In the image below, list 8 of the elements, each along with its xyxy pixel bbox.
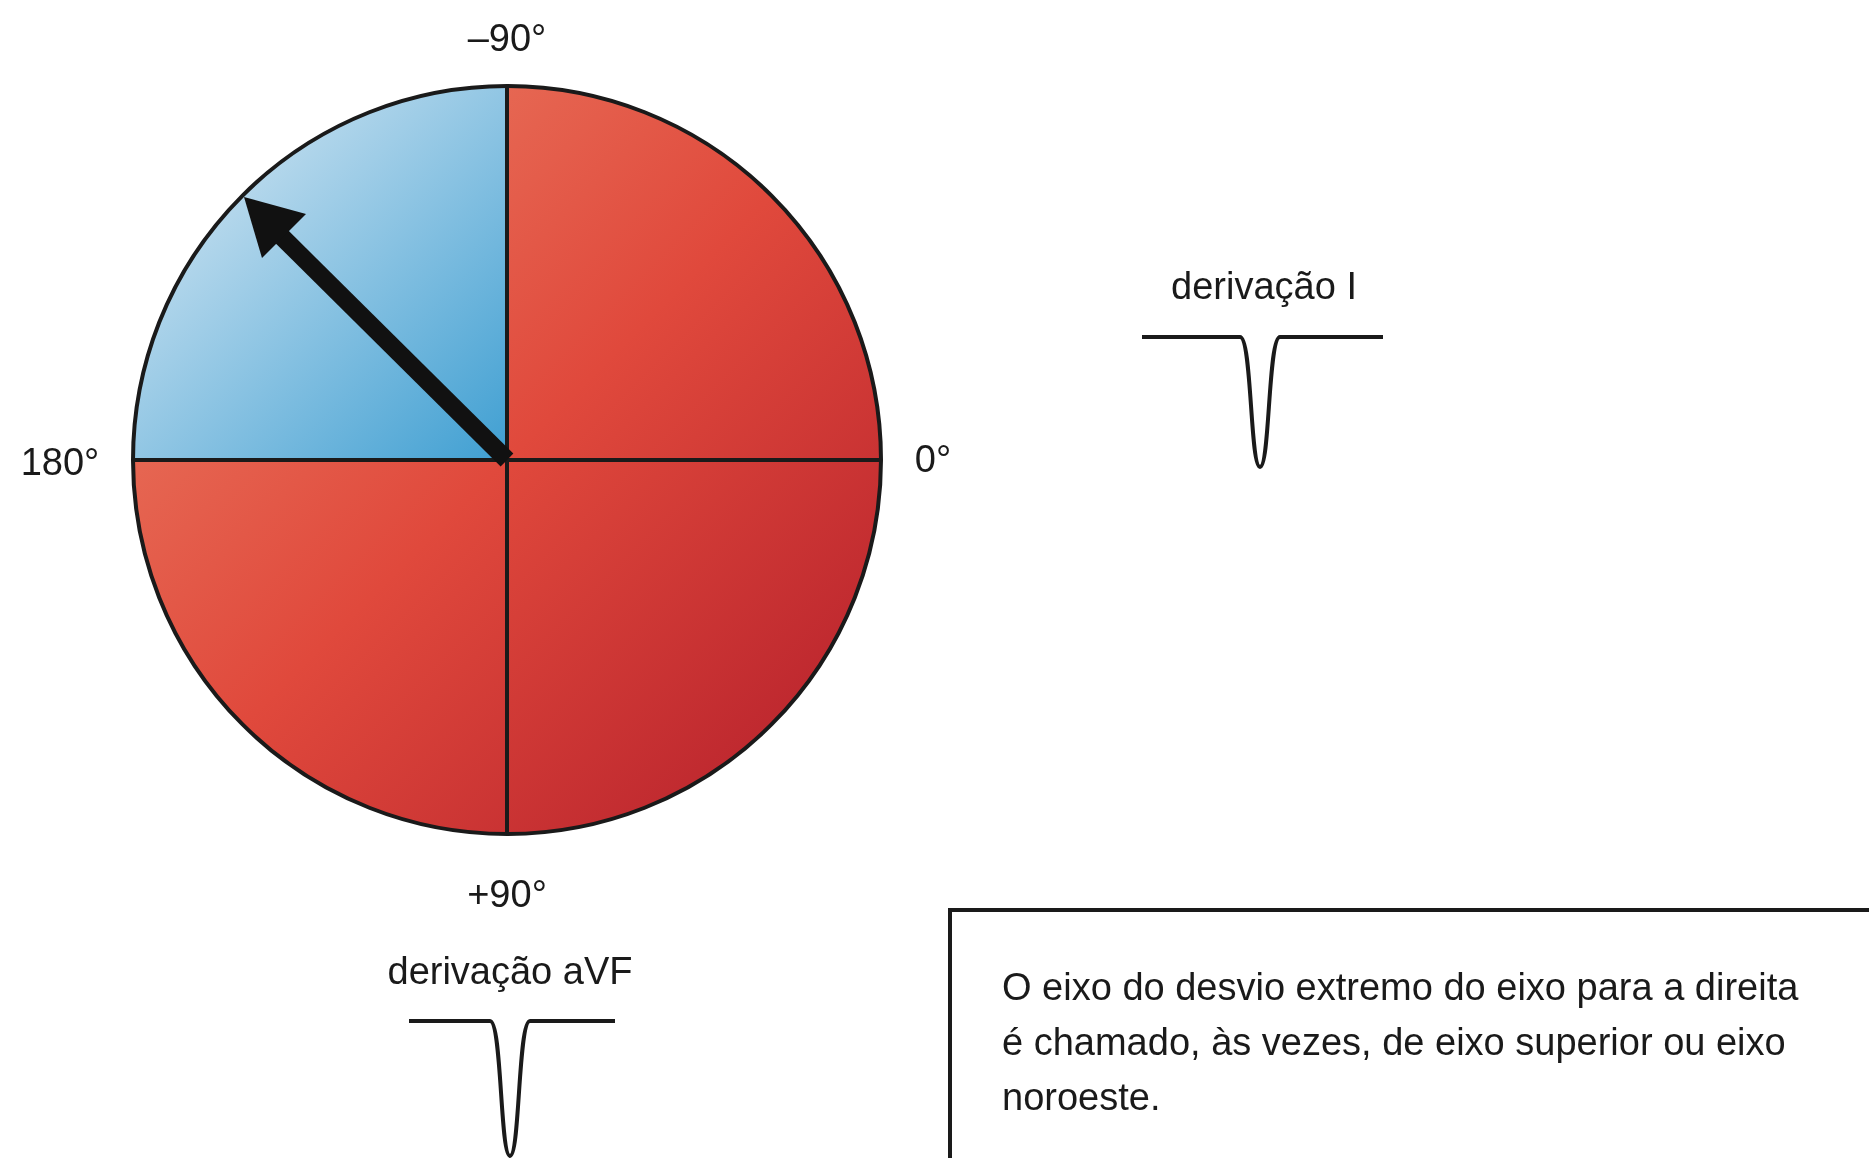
lead-label: derivação I	[1171, 264, 1357, 308]
angle-label: 0°	[914, 437, 952, 481]
angle-label: 180°	[20, 440, 100, 484]
angle-label: –90°	[467, 16, 547, 60]
lead-label: derivação aVF	[387, 949, 633, 993]
note-box	[948, 908, 1869, 1158]
note-text: O eixo do desvio extremo do eixo para a direita é chamado, às vezes, de eixo superior ou eixo noroeste.	[1002, 965, 1800, 1120]
angle-label: +90°	[467, 872, 547, 916]
